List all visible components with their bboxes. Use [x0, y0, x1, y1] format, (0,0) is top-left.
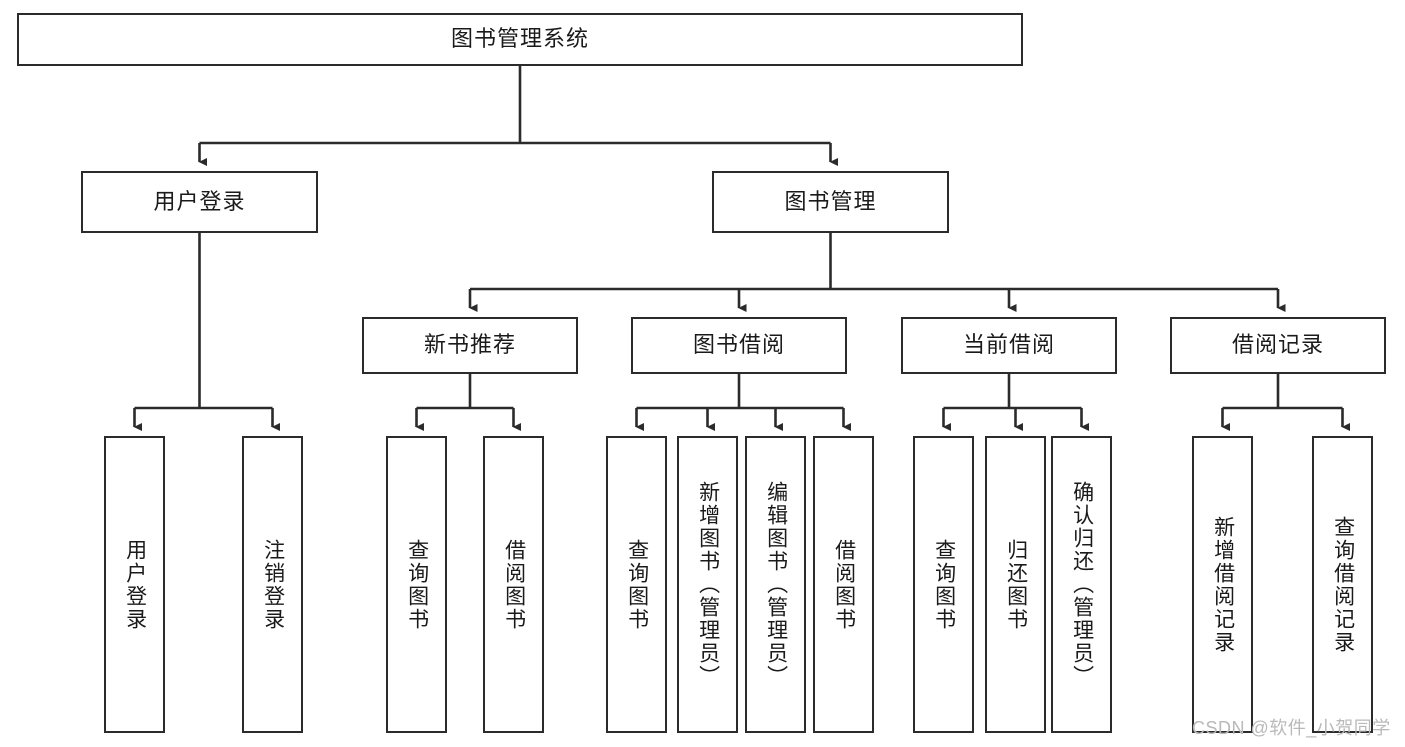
node-leaf-logout[interactable]: 注销登录: [242, 436, 303, 733]
node-label: 注销登录: [261, 538, 285, 631]
node-label: 归还图书: [1004, 538, 1028, 631]
node-label: 借阅图书: [832, 538, 856, 631]
node-leaf-borrow-book-1[interactable]: 借阅图书: [483, 436, 544, 733]
node-label: 查询借阅记录: [1331, 515, 1355, 654]
node-leaf-borrow-book-2[interactable]: 借阅图书: [813, 436, 874, 733]
node-label: 查询图书: [625, 538, 649, 631]
node-records[interactable]: 借阅记录: [1170, 317, 1386, 374]
node-leaf-add-record[interactable]: 新增借阅记录: [1192, 436, 1253, 733]
node-root[interactable]: 图书管理系统: [17, 13, 1023, 66]
node-login[interactable]: 用户登录: [81, 171, 318, 233]
node-label: 查询图书: [932, 538, 956, 631]
node-leaf-query-book-1[interactable]: 查询图书: [386, 436, 447, 733]
node-label: 确认归还（管理员）: [1070, 481, 1094, 688]
node-label: 新增图书（管理员）: [696, 481, 720, 688]
node-label: 用户登录: [123, 538, 147, 631]
node-leaf-confirm-return[interactable]: 确认归还（管理员）: [1051, 436, 1112, 733]
node-leaf-edit-book[interactable]: 编辑图书（管理员）: [745, 436, 806, 733]
node-bookmgmt[interactable]: 图书管理: [712, 171, 949, 233]
node-label: 编辑图书（管理员）: [764, 481, 788, 688]
node-label: 图书借阅: [692, 332, 785, 358]
node-leaf-return-book[interactable]: 归还图书: [985, 436, 1046, 733]
node-label: 借阅记录: [1231, 332, 1324, 358]
node-label: 新增借阅记录: [1211, 515, 1235, 654]
node-label: 当前借阅: [962, 332, 1055, 358]
node-newbook[interactable]: 新书推荐: [362, 317, 578, 374]
node-leaf-query-record[interactable]: 查询借阅记录: [1312, 436, 1373, 733]
watermark-text: CSDN @软件_小贺同学: [1192, 718, 1391, 738]
node-borrow[interactable]: 图书借阅: [631, 317, 847, 374]
node-label: 新书推荐: [423, 332, 516, 358]
node-label: 用户登录: [153, 188, 246, 214]
node-leaf-add-book[interactable]: 新增图书（管理员）: [677, 436, 738, 733]
node-label: 图书管理系统: [450, 26, 589, 52]
node-label: 图书管理: [784, 188, 877, 214]
node-leaf-query-book-2[interactable]: 查询图书: [606, 436, 667, 733]
node-leaf-user-login[interactable]: 用户登录: [104, 436, 165, 733]
node-label: 借阅图书: [502, 538, 526, 631]
node-current[interactable]: 当前借阅: [901, 317, 1117, 374]
node-label: 查询图书: [405, 538, 429, 631]
node-leaf-query-book-3[interactable]: 查询图书: [913, 436, 974, 733]
